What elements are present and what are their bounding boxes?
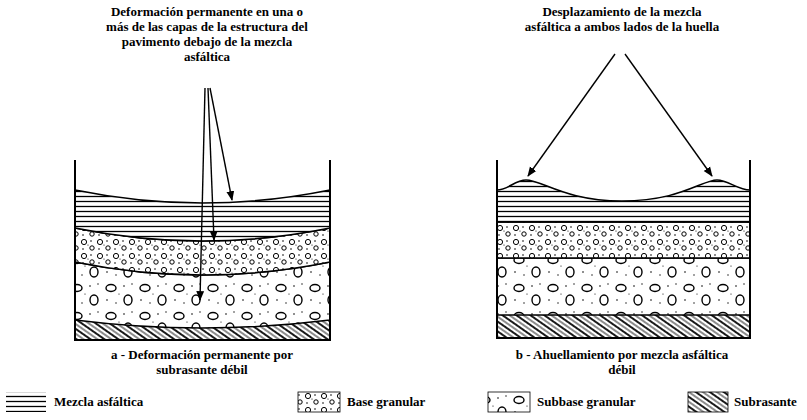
section-b	[497, 160, 750, 338]
subbase-swatch	[488, 392, 530, 412]
base-swatch	[298, 392, 340, 412]
legend-text: Mezcla asfáltica	[54, 394, 143, 410]
asphalt-swatch	[6, 392, 46, 412]
legend-swatches	[6, 392, 728, 412]
subgrade-swatch	[688, 392, 728, 412]
callout-text: Desplazamiento de la mezcla asfáltica a …	[522, 4, 722, 34]
leader-lines	[200, 54, 712, 300]
caption-b: b - Ahuellamiento por mezcla asfáltica d…	[507, 347, 737, 377]
legend-text: Base granular	[347, 394, 425, 410]
legend-text: Subbase granular	[537, 394, 636, 410]
legend-text: Subrasante	[734, 394, 797, 410]
callout-text: Deformación permanente en una o más de l…	[100, 4, 315, 64]
caption-a: a - Deformación permanente por subrasant…	[82, 347, 322, 377]
